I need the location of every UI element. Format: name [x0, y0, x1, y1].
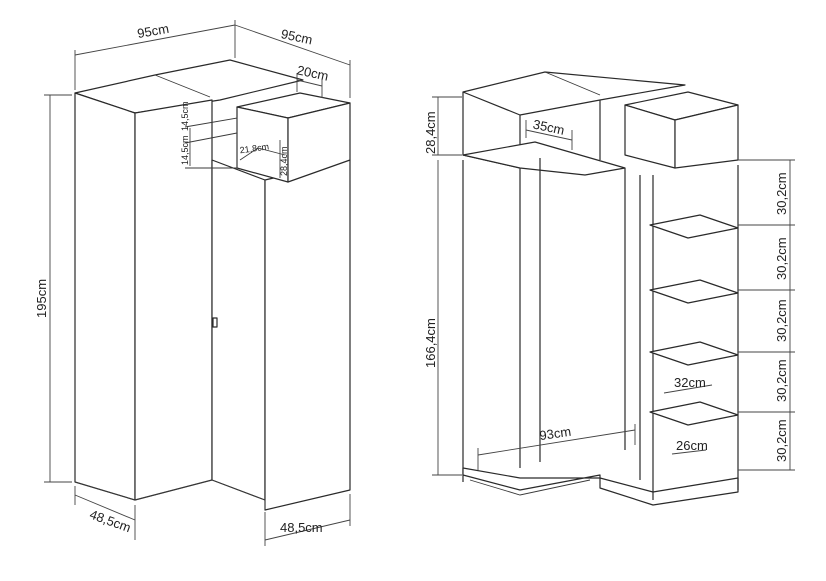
door-handle-icon: [212, 317, 218, 328]
label-top-height: 28,4cm: [423, 111, 438, 154]
dim-bottom-width: 93cm: [477, 424, 636, 470]
left-wardrobe-view: 95cm 95cm 20cm 195cm 14,5cm 14,5cm 21,8c…: [34, 20, 351, 546]
right-top-seam: [544, 71, 601, 96]
label-top-box-depth: 20cm: [296, 62, 330, 83]
label-main-height: 166,4cm: [423, 318, 438, 368]
dim-top-height: 28,4cm: [423, 96, 462, 156]
tower-shelf-1: [649, 214, 739, 239]
label-total-height: 195cm: [34, 279, 49, 318]
right-cabinet-side: [264, 159, 351, 511]
corner-niche: [184, 117, 238, 169]
tower-shelf-3: [649, 341, 739, 366]
dim-niche-gaps: 14,5cm 14,5cm 21,8cm 28,4cm: [180, 101, 289, 178]
label-bottom-width: 93cm: [538, 424, 572, 443]
dim-width-side: 95cm: [234, 24, 351, 98]
dim-total-height: 195cm: [34, 94, 72, 483]
dim-width-front: 95cm: [74, 20, 236, 90]
label-shelf-height-2: 30,2cm: [774, 237, 789, 280]
dim-shelf-heights: 30,2cm 30,2cm 30,2cm 30,2cm 30,2cm: [738, 159, 795, 471]
label-depth-left: 48,5cm: [88, 507, 133, 536]
dim-shelf-depth: 32cm: [663, 375, 713, 394]
label-gap-b: 14,5cm: [180, 101, 190, 131]
tower-shelf-2: [649, 279, 739, 304]
left-cabinet-base: [74, 479, 213, 501]
label-depth-right: 48,5cm: [280, 520, 323, 535]
corner-box-inner: [239, 147, 286, 161]
label-shelf-height-1: 30,2cm: [774, 172, 789, 215]
left-cabinet-front: [74, 92, 136, 501]
base-plinth-inner: [469, 479, 591, 496]
label-shelf-height-4: 30,2cm: [774, 359, 789, 402]
label-shelf-depth: 32cm: [674, 375, 706, 390]
dim-rail-length: 35cm: [525, 117, 573, 150]
base-plinth: [462, 467, 739, 506]
label-gap-a: 14,5cm: [180, 135, 190, 165]
label-shelf-height-5: 30,2cm: [774, 419, 789, 462]
label-shelf-height-3: 30,2cm: [774, 299, 789, 342]
label-bottom-shelf-width: 26cm: [676, 438, 708, 453]
right-top-face: [462, 71, 686, 116]
dim-main-height: 166,4cm: [423, 160, 462, 476]
left-top-seam: [154, 74, 211, 98]
dim-depth-right: 48,5cm: [264, 494, 351, 546]
niche-shelf: [184, 132, 238, 144]
dim-bottom-shelf-width: 26cm: [671, 438, 708, 455]
tower-shelf-4: [649, 401, 739, 426]
label-shelf-width: 21,8cm: [239, 141, 270, 155]
right-wardrobe-view: 28,4cm 166,4cm 35cm 93cm 32cm 26cm: [423, 71, 795, 506]
label-rail-length: 35cm: [532, 117, 566, 138]
hanging-shelf: [462, 141, 626, 176]
dim-top-box-depth: 20cm: [296, 62, 330, 98]
label-width-front: 95cm: [136, 21, 170, 41]
label-shelf-height: 28,4cm: [279, 146, 289, 176]
label-width-side: 95cm: [280, 26, 314, 47]
left-cabinet-door: [134, 99, 213, 501]
corner-box-side: [287, 102, 351, 183]
right-cabinet-base: [211, 479, 266, 510]
right-cabinet-door: [211, 159, 266, 501]
